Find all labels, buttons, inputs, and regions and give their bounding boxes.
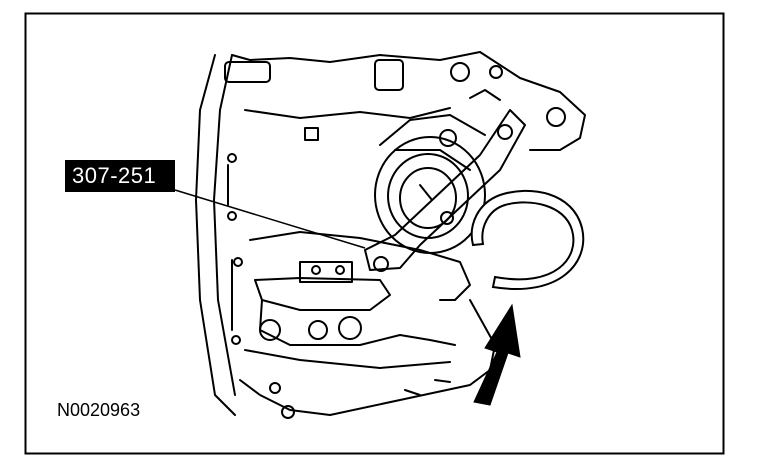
figure-id: N0020963: [57, 400, 141, 420]
callout-leader-line: [174, 189, 366, 249]
up-right-arrow-icon: [473, 303, 521, 406]
callout-label-box: [65, 160, 175, 192]
transmission-case-drawing: [195, 51, 586, 419]
callout-label: 307-251: [72, 163, 157, 188]
figure-border: [24, 12, 725, 455]
snap-ring-icon: [470, 189, 585, 290]
